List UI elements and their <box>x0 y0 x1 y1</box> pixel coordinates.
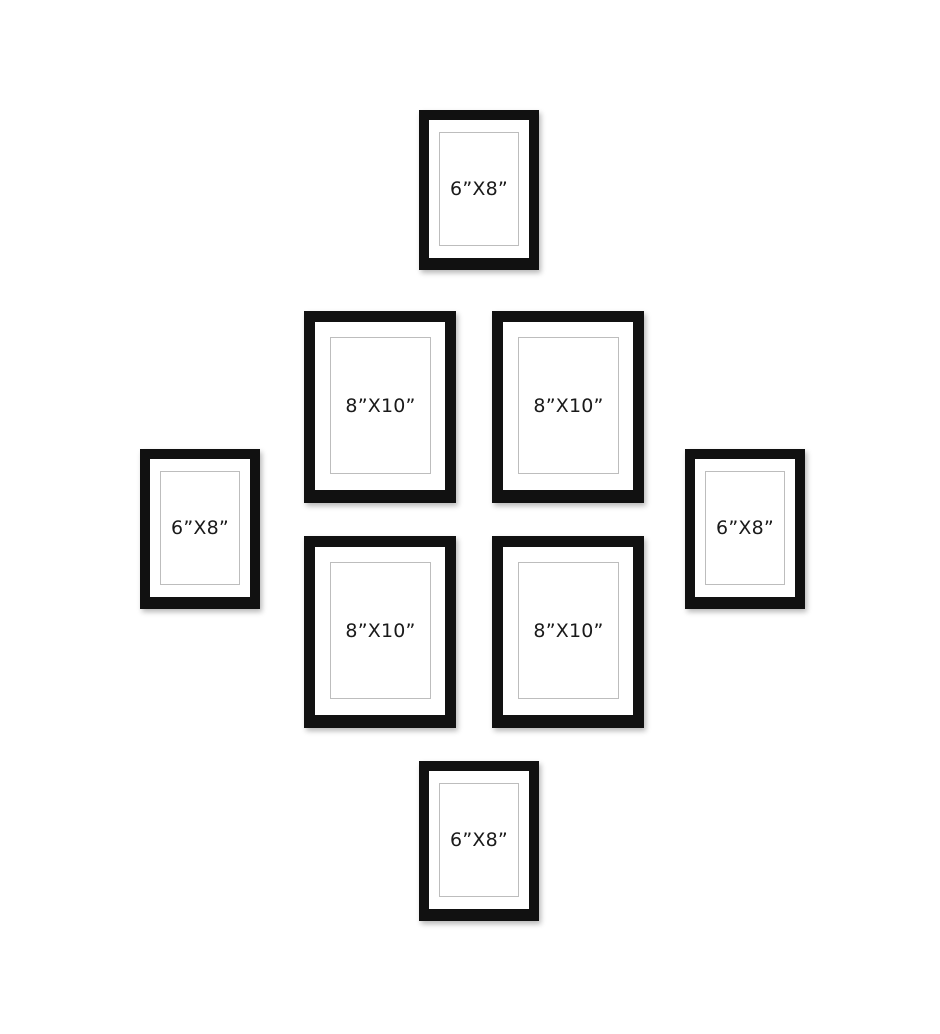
photo-opening: 8”X10” <box>518 337 619 474</box>
size-label: 6”X8” <box>716 517 774 539</box>
photo-opening: 6”X8” <box>705 471 785 585</box>
photo-opening: 8”X10” <box>330 337 431 474</box>
size-label: 8”X10” <box>345 394 416 417</box>
size-label: 8”X10” <box>533 394 604 417</box>
frame-8x10-top-right: 8”X10” <box>492 311 644 503</box>
frame-8x10-top-left: 8”X10” <box>304 311 456 503</box>
size-label: 8”X10” <box>533 619 604 642</box>
frame-8x10-bottom-left: 8”X10” <box>304 536 456 728</box>
size-label: 6”X8” <box>171 517 229 539</box>
frame-6x8-left: 6”X8” <box>140 449 260 609</box>
photo-opening: 8”X10” <box>518 562 619 699</box>
photo-opening: 6”X8” <box>439 783 519 897</box>
photo-opening: 6”X8” <box>160 471 240 585</box>
size-label: 6”X8” <box>450 178 508 200</box>
frame-6x8-top: 6”X8” <box>419 110 539 270</box>
frame-6x8-bottom: 6”X8” <box>419 761 539 921</box>
photo-opening: 6”X8” <box>439 132 519 246</box>
size-label: 8”X10” <box>345 619 416 642</box>
size-label: 6”X8” <box>450 829 508 851</box>
frame-8x10-bottom-right: 8”X10” <box>492 536 644 728</box>
photo-opening: 8”X10” <box>330 562 431 699</box>
frame-6x8-right: 6”X8” <box>685 449 805 609</box>
